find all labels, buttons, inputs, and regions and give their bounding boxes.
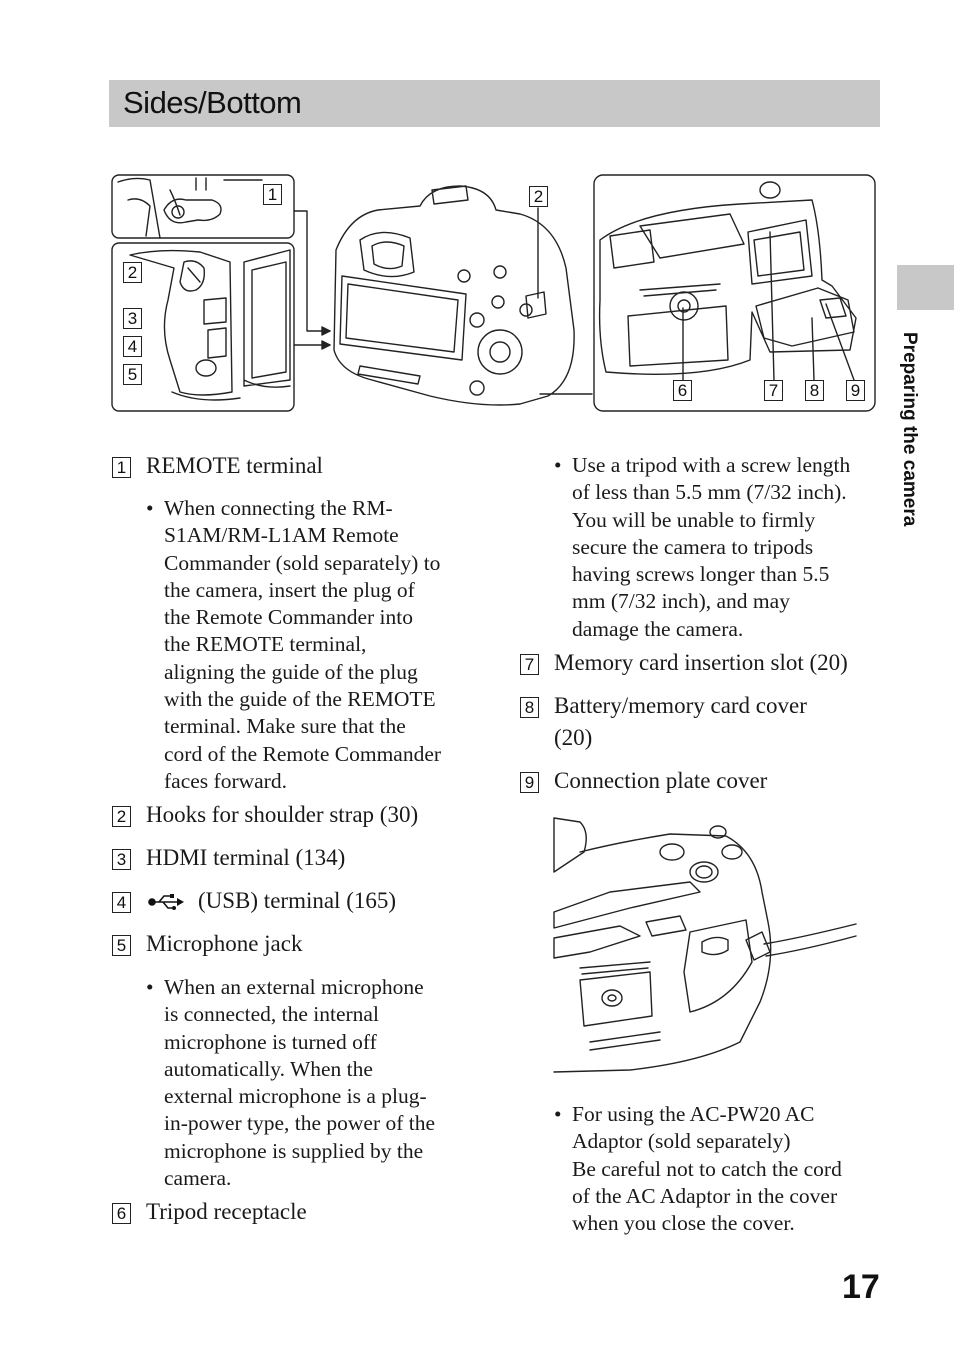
- item-number: 5: [112, 935, 131, 956]
- item-number: 8: [520, 697, 539, 718]
- item-label: Memory card insertion slot (20): [554, 650, 848, 675]
- bullet-symbol: •: [554, 453, 562, 477]
- item-label: (USB) terminal (165): [198, 888, 397, 913]
- item-label: Microphone jack: [146, 931, 303, 956]
- chapter-tab-marker: [897, 265, 954, 310]
- page-title: Sides/Bottom: [123, 85, 302, 120]
- inset-bottom-drawing: [598, 181, 857, 375]
- item-label: HDMI terminal (134): [146, 845, 346, 870]
- leader-lines-bottom: [682, 231, 855, 381]
- item-number: 2: [112, 806, 131, 827]
- bullet-text: For using the AC-PW20 AC Adaptor (sold s…: [572, 1102, 842, 1236]
- inset-remote-drawing: [117, 177, 263, 239]
- item-label: Battery/memory card cover: [554, 693, 807, 718]
- section-header: Sides/Bottom: [109, 80, 880, 127]
- callout-3: 3: [123, 308, 142, 329]
- bullet-text: When an external microphone is connected…: [164, 975, 436, 1191]
- bullet-text: When connecting the RM- S1AM/RM-L1AM Rem…: [164, 496, 442, 793]
- item-number: 9: [520, 772, 539, 793]
- camera-illustration: [111, 174, 876, 412]
- bullet-symbol: •: [146, 496, 154, 520]
- item-label: REMOTE terminal: [146, 453, 323, 478]
- item-label: Hooks for shoulder strap (30): [146, 802, 419, 827]
- callout-2-rear: 2: [529, 186, 548, 207]
- item-number: 3: [112, 849, 131, 870]
- callout-4: 4: [123, 336, 142, 357]
- item-number: 7: [520, 654, 539, 675]
- callout-9: 9: [846, 380, 865, 401]
- page-number: 17: [842, 1268, 880, 1306]
- leader-line-remote: [293, 210, 331, 332]
- item-label: Connection plate cover: [554, 768, 768, 793]
- callout-1: 1: [263, 184, 282, 205]
- item-number: 6: [112, 1203, 131, 1224]
- bullet-text: Use a tripod with a screw length of less…: [572, 453, 851, 641]
- ac-adaptor-illustration: [553, 817, 857, 1073]
- bullet-symbol: •: [554, 1102, 562, 1126]
- bullet-symbol: •: [146, 975, 154, 999]
- inset-bottom-frame: [593, 174, 876, 412]
- callout-8: 8: [805, 380, 824, 401]
- callout-5: 5: [123, 364, 142, 385]
- callout-7: 7: [764, 380, 783, 401]
- item-number: 1: [112, 457, 131, 478]
- item-number: 4: [112, 892, 131, 913]
- item-label-continued: (20): [554, 725, 593, 750]
- camera-rear-drawing: [333, 185, 593, 406]
- inset-side-frame: [111, 242, 295, 412]
- item-label: Tripod receptacle: [146, 1199, 307, 1224]
- usb-icon: [148, 894, 184, 910]
- inset-side-drawing: [129, 249, 291, 401]
- inset-remote-frame: [111, 174, 295, 239]
- callout-2-side: 2: [123, 262, 142, 283]
- callout-6: 6: [673, 380, 692, 401]
